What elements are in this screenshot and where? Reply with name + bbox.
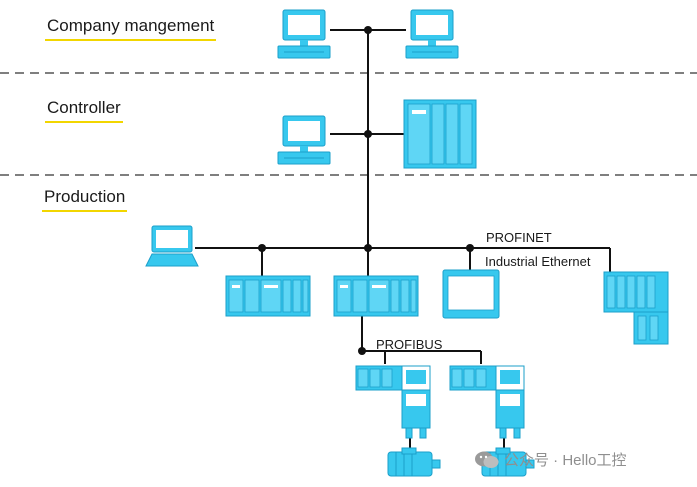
level-label-controller-text: Controller [47, 98, 121, 117]
network-label-profinet: PROFINET [486, 230, 552, 245]
network-label-ethernet: Industrial Ethernet [485, 254, 591, 269]
watermark-text: 公众号 · Hello工控 [504, 452, 627, 469]
laptop-icon [145, 225, 199, 267]
plc-icon-center [333, 275, 419, 317]
drive-icon-right [449, 365, 525, 439]
hmi-panel-icon [442, 269, 500, 319]
level-underline [42, 210, 128, 212]
level-label-company: Company mangement [45, 16, 217, 41]
drive-icon-left [355, 365, 431, 439]
io-module-icon [603, 271, 669, 345]
level-label-company-text: Company mangement [47, 16, 215, 35]
junction-dots [258, 26, 474, 355]
network-label-profibus: PROFIBUS [376, 337, 443, 352]
wechat-icon [475, 451, 499, 468]
level-underline [45, 121, 123, 123]
plc-icon-left [225, 275, 311, 317]
level-label-production-text: Production [44, 187, 126, 206]
pc-icon-controller [277, 115, 331, 165]
pc-icon-management-right [405, 9, 459, 59]
watermark: 公众号 · Hello工控 [474, 449, 627, 470]
pc-icon-management-left [277, 9, 331, 59]
level-label-production: Production [42, 187, 128, 212]
level-underline [45, 39, 217, 41]
level-label-controller: Controller [45, 98, 123, 123]
motor-icon-left [387, 447, 441, 477]
server-rack-icon [403, 99, 477, 169]
